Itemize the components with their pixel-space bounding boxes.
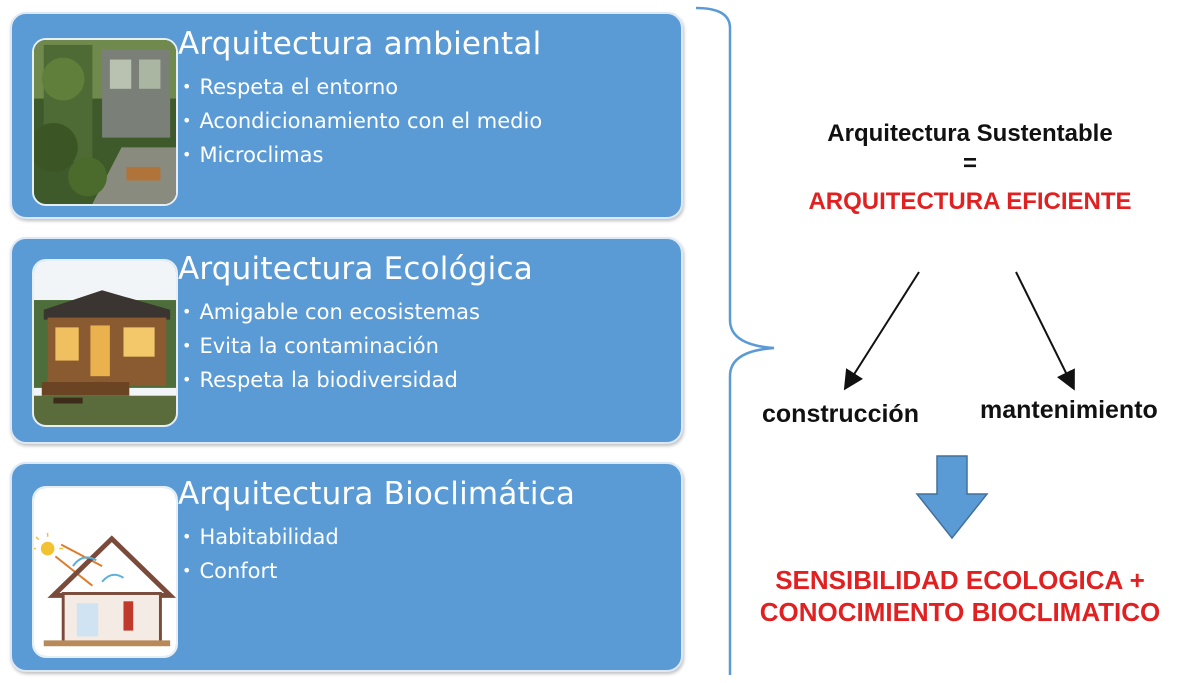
arrow-to-mantenimiento [1015, 271, 1075, 391]
card-arquitectura-bioclimatica: Arquitectura Bioclimática Habitabilidad … [10, 462, 683, 672]
curly-brace [695, 6, 775, 675]
tiny-wooden-house-photo [32, 259, 178, 427]
list-item: Acondicionamiento con el medio [182, 104, 542, 138]
result-line-1: SENSIBILIDAD ECOLOGICA + [775, 565, 1145, 595]
list-item: Respeta el entorno [182, 70, 542, 104]
bullet-list: Habitabilidad Confort [182, 520, 339, 588]
sustainable-architecture-label: Arquitectura Sustentable [827, 120, 1113, 147]
list-item: Evita la contaminación [182, 329, 480, 363]
list-item: Confort [182, 554, 339, 588]
list-item: Amigable con ecosistemas [182, 295, 479, 329]
arrow-to-construccion [843, 271, 920, 391]
bullet-list: Respeta el entorno Acondicionamiento con… [182, 70, 542, 172]
bullet-list: Amigable con ecosistemas Evita la contam… [182, 295, 480, 397]
branch-mantenimiento: mantenimiento [980, 396, 1158, 424]
card-arquitectura-ambiental: Arquitectura ambiental Respeta el entorn… [10, 12, 683, 219]
card-title: Arquitectura Bioclimática [178, 476, 576, 512]
list-item: Habitabilidad [182, 520, 338, 554]
list-item: Respeta la biodiversidad [182, 363, 480, 397]
equals-sign: = [962, 150, 977, 177]
bioclimatic-house-sketch [32, 486, 178, 658]
efficient-architecture-label: ARQUITECTURA EFICIENTE [808, 188, 1132, 215]
branch-construccion: construcción [762, 400, 919, 428]
card-title: Arquitectura ambiental [178, 26, 542, 62]
card-title: Arquitectura Ecológica [178, 251, 533, 287]
card-arquitectura-ecologica: Arquitectura Ecológica Amigable con ecos… [10, 237, 683, 444]
list-item: Microclimas [182, 138, 542, 172]
jungle-house-photo [32, 38, 178, 206]
down-arrow-icon [915, 455, 989, 540]
result-line-2: CONOCIMIENTO BIOCLIMATICO [759, 597, 1161, 627]
